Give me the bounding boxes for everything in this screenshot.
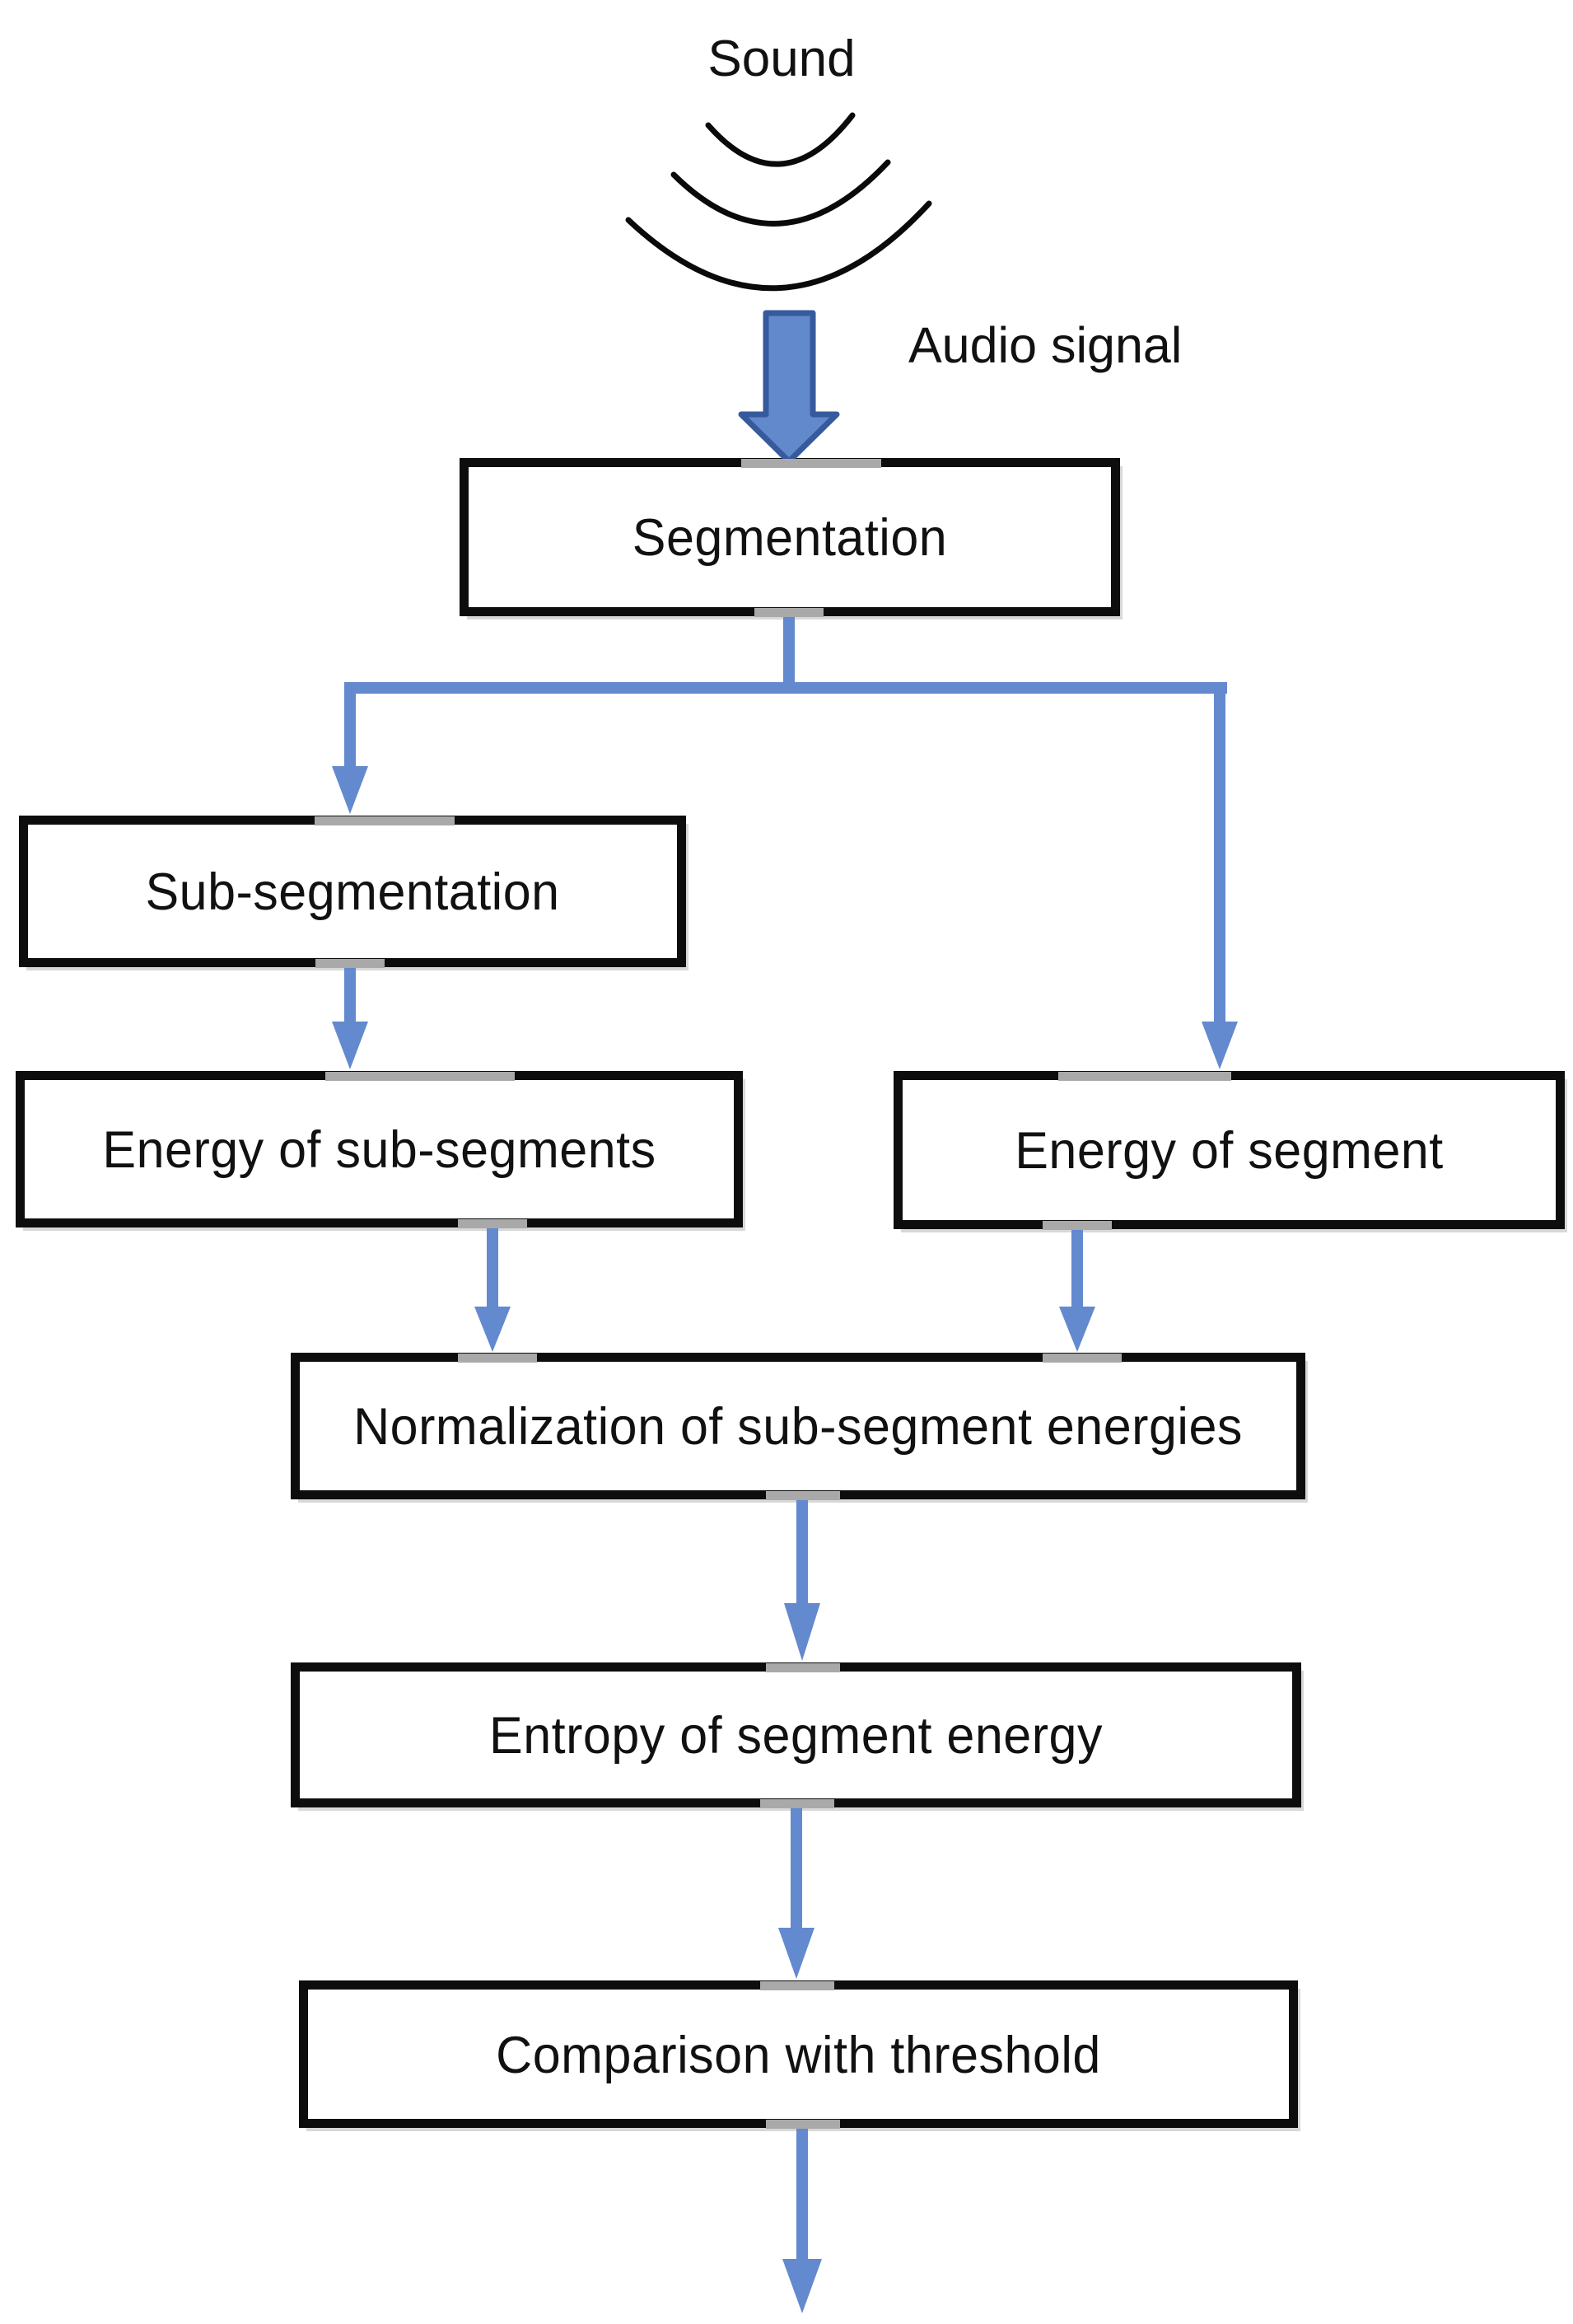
node-comparison-label: Comparison with threshold [496,2025,1101,2083]
arrow-normalization-to-entropy [784,1499,820,1661]
sound-wave-icon [625,112,932,292]
audio-signal-label: Audio signal [908,317,1183,373]
node-energy-of-segment: Energy of segment [894,1071,1565,1229]
node-energy-of-sub-segments: Energy of sub-segments [16,1071,743,1227]
node-sub-segmentation: Sub-segmentation [19,816,686,967]
node-sub-segmentation-label: Sub-segmentation [145,862,560,921]
sound-label: Sound [707,30,856,87]
node-comparison: Comparison with threshold [299,1980,1298,2128]
node-normalization-label: Normalization of sub-segment energies [353,1396,1243,1456]
arrow-energysub-to-normalization [474,1227,511,1352]
node-segmentation: Segmentation [460,458,1120,616]
arrow-energyseg-to-normalization [1059,1229,1095,1352]
arrow-entropy-to-comparison [778,1807,815,1979]
node-energy-of-sub-segments-label: Energy of sub-segments [102,1120,656,1179]
arrow-final-output [782,2128,822,2313]
node-normalization: Normalization of sub-segment energies [291,1353,1305,1499]
node-segmentation-label: Segmentation [632,507,948,567]
audio-signal-arrow-icon [738,310,840,465]
node-entropy-label: Entropy of segment energy [489,1705,1103,1765]
node-entropy: Entropy of segment energy [291,1662,1301,1807]
junction-notches [315,459,1231,2129]
node-energy-of-segment-label: Energy of segment [1015,1120,1444,1180]
arrow-subseg-to-energy [332,967,368,1069]
